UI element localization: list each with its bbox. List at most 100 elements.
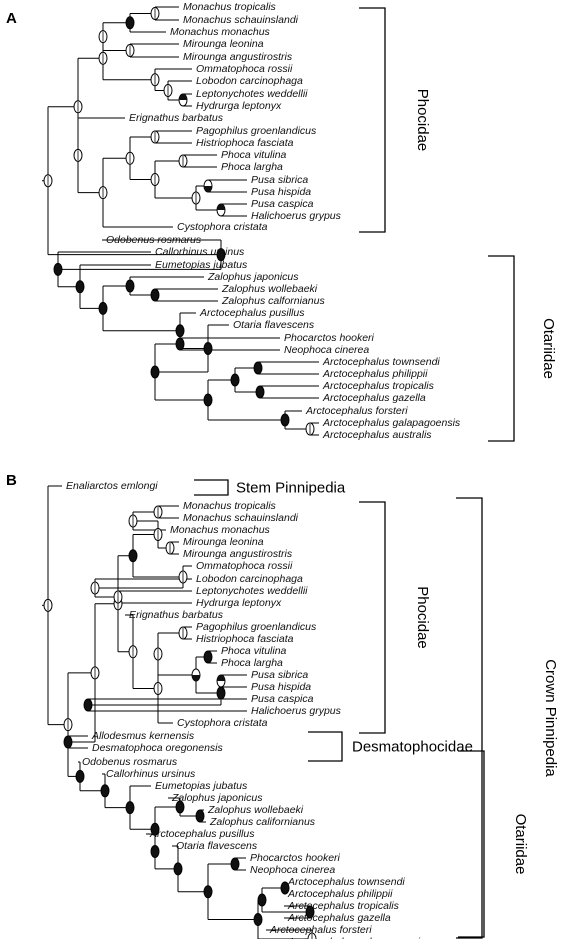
taxon-label-mirounga-angustirostris: Mirounga angustirostris (183, 51, 293, 63)
taxon-label-histriophoca-fasciata: Histriophoca fasciata (196, 137, 294, 149)
taxon-label-eumetopias-jubatus: Eumetopias jubatus (155, 780, 248, 792)
clade-bracket-phocidae (359, 7, 386, 233)
node-state-marker (305, 905, 315, 919)
taxon-label-odobenus-rosmarus: Odobenus rosmarus (106, 234, 202, 246)
taxon-label-mirounga-leonina: Mirounga leonina (183, 536, 264, 548)
taxon-label-arctocephalus-galapagoensis: Arctocephalus galapagoensis (287, 936, 426, 939)
node-state-marker (203, 393, 213, 407)
clade-bracket-phocidae (359, 501, 386, 734)
node-state-marker (175, 800, 185, 814)
taxon-label-arctocephalus-townsendi: Arctocephalus townsendi (322, 356, 440, 368)
taxon-label-zalophus-japonicus: Zalophus japonicus (207, 271, 299, 283)
node-state-marker (163, 84, 173, 97)
clade-bracket-desmatophocidae (308, 731, 343, 762)
node-state-marker (203, 885, 213, 899)
node-state-marker (98, 186, 108, 200)
taxon-label-monachus-tropicalis: Monachus tropicalis (183, 1, 277, 13)
node-state-marker (150, 173, 160, 186)
taxon-label-arctocephalus-pusillus: Arctocephalus pusillus (149, 828, 255, 840)
node-state-marker (125, 44, 135, 57)
taxon-label-pusa-hispida: Pusa hispida (251, 186, 311, 198)
taxon-label-ommatophoca-rossii: Ommatophoca rossii (196, 63, 293, 75)
node-state-marker (128, 645, 138, 659)
taxon-label-mirounga-angustirostris: Mirounga angustirostris (183, 548, 293, 560)
taxon-label-phoca-largha: Phoca largha (221, 657, 283, 669)
node-state-marker (178, 570, 188, 584)
taxon-label-zalophus-calfornianus: Zalophus calfornianus (221, 295, 325, 307)
node-state-marker (113, 590, 123, 604)
node-state-marker (280, 413, 290, 427)
node-state-marker (230, 373, 240, 387)
taxon-label-phoca-largha: Phoca largha (221, 161, 283, 173)
node-state-marker (150, 73, 160, 87)
node-state-marker (153, 682, 163, 695)
taxon-label-zalophus-californianus: Zalophus californianus (209, 816, 316, 828)
taxon-label-mirounga-leonina: Mirounga leonina (183, 38, 264, 50)
node-state-marker (53, 262, 63, 276)
node-state-marker (150, 7, 160, 20)
node-state-marker (175, 337, 185, 351)
node-state-marker (307, 932, 317, 939)
taxon-label-arctocephalus-townsendi: Arctocephalus townsendi (287, 876, 405, 888)
taxon-label-ommatophoca-rossii: Ommatophoca rossii (196, 560, 293, 572)
node-state-marker (150, 844, 160, 858)
taxon-label-desmatophoca-oregonensis: Desmatophoca oregonensis (92, 742, 223, 754)
node-state-marker (83, 698, 93, 712)
node-state-marker (125, 151, 135, 165)
taxon-label-pusa-hispida: Pusa hispida (251, 681, 311, 693)
taxon-label-monachus-schauinslandi: Monachus schauinslandi (183, 512, 299, 524)
taxon-label-enaliarctos-emlongi: Enaliarctos emlongi (66, 480, 158, 492)
taxon-label-cystophora-cristata: Cystophora cristata (177, 221, 268, 233)
node-state-marker (165, 541, 175, 555)
taxon-label-pagophilus-groenlandicus: Pagophilus groenlandicus (196, 621, 317, 633)
taxon-label-arctocephalus-tropicalis: Arctocephalus tropicalis (287, 900, 400, 912)
taxon-label-zalophus-japonicus: Zalophus japonicus (171, 792, 263, 804)
taxon-label-pusa-caspica: Pusa caspica (251, 198, 314, 210)
taxon-label-arctocephalus-philippii: Arctocephalus philippii (287, 888, 393, 900)
taxon-label-arctocephalus-gazella: Arctocephalus gazella (322, 392, 426, 404)
taxon-label-otaria-flavescens: Otaria flavescens (233, 319, 315, 331)
node-state-marker (63, 718, 73, 732)
node-state-marker (98, 30, 108, 44)
node-state-marker (75, 280, 85, 294)
node-state-marker (150, 130, 160, 144)
node-state-marker (216, 686, 226, 700)
taxon-label-arctocephalus-gazella: Arctocephalus gazella (287, 912, 391, 924)
node-state-marker (150, 822, 160, 836)
taxon-label-arctocephalus-galapagoensis: Arctocephalus galapagoensis (322, 417, 461, 429)
taxon-label-hydrurga-leptonyx: Hydrurga leptonyx (196, 597, 282, 609)
node-state-marker (203, 650, 213, 664)
taxon-label-arctocephalus-forsteri: Arctocephalus forsteri (269, 924, 372, 936)
taxon-label-arctocephalus-pusillus: Arctocephalus pusillus (199, 307, 305, 319)
node-state-marker (98, 51, 108, 65)
node-state-marker (150, 365, 160, 379)
clade-label-otariidae: Otariidae (512, 814, 529, 875)
node-state-marker (216, 248, 226, 262)
clade-label-desmatophocidae: Desmatophocidae (352, 739, 473, 756)
node-state-marker (125, 279, 135, 293)
node-state-marker (280, 881, 290, 895)
node-state-marker (43, 598, 53, 612)
taxon-label-halichoerus-grypus: Halichoerus grypus (251, 210, 342, 222)
node-state-marker (191, 191, 201, 205)
clade-bracket-otariidae (488, 255, 515, 442)
node-state-marker (128, 514, 138, 528)
taxon-label-callorhinus-ursinus: Callorhinus ursinus (106, 768, 196, 780)
taxon-label-monachus-tropicalis: Monachus tropicalis (183, 500, 277, 512)
node-state-marker (125, 801, 135, 815)
panel-a-letter: A (6, 10, 17, 27)
node-state-marker (43, 174, 53, 188)
node-state-marker (255, 385, 265, 399)
taxon-label-leptonychotes-weddellii: Leptonychotes weddellii (196, 585, 308, 597)
taxon-label-arctocephalus-philippii: Arctocephalus philippii (322, 368, 428, 380)
node-state-marker (90, 666, 100, 680)
taxon-label-otaria-flavescens: Otaria flavescens (176, 840, 258, 852)
taxon-label-pagophilus-groenlandicus: Pagophilus groenlandicus (196, 125, 317, 137)
clade-bracket-stem-pinnipedia (194, 479, 229, 496)
node-state-marker (203, 179, 213, 193)
node-state-marker (175, 324, 185, 338)
node-state-marker (125, 16, 135, 30)
taxon-label-pusa-caspica: Pusa caspica (251, 693, 314, 705)
